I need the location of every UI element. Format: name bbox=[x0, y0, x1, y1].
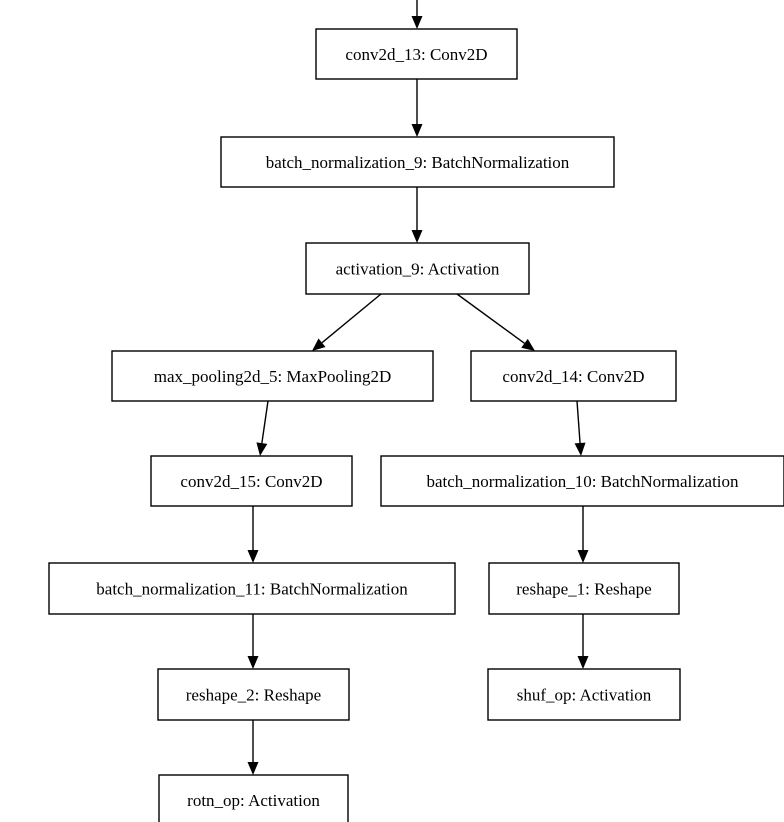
layer-node-bn-11: batch_normalization_11: BatchNormalizati… bbox=[48, 562, 456, 615]
layer-node-rotn-op: rotn_op: Activation bbox=[158, 774, 349, 822]
layer-node-box bbox=[157, 668, 350, 721]
edge-line bbox=[576, 400, 581, 444]
layer-node-conv2d-14: conv2d_14: Conv2D bbox=[470, 350, 677, 402]
arrowhead-icon bbox=[577, 550, 589, 563]
layer-node-box bbox=[111, 350, 434, 402]
arrowhead-icon bbox=[256, 442, 268, 456]
edge-line bbox=[321, 293, 382, 344]
edge-arrow bbox=[574, 400, 586, 456]
layer-node-box bbox=[305, 242, 530, 295]
layer-node-label: reshape_2: Reshape bbox=[186, 686, 321, 705]
edge-arrow bbox=[312, 293, 382, 351]
edge-arrow bbox=[411, 0, 423, 29]
layer-node-label: batch_normalization_9: BatchNormalizatio… bbox=[266, 153, 570, 172]
arrowhead-icon bbox=[247, 762, 259, 775]
layer-node-max-pooling2d-5: max_pooling2d_5: MaxPooling2D bbox=[111, 350, 434, 402]
edge-arrow bbox=[247, 614, 259, 669]
layer-node-box bbox=[220, 136, 615, 188]
nodes-layer: conv2d_13: Conv2D batch_normalization_9: … bbox=[48, 28, 784, 822]
layer-node-reshape-1: reshape_1: Reshape bbox=[488, 562, 680, 615]
layer-node-box bbox=[315, 28, 518, 80]
edge-line bbox=[456, 293, 525, 344]
arrowhead-icon bbox=[411, 230, 423, 243]
layer-node-shuf-op: shuf_op: Activation bbox=[487, 668, 681, 721]
edge-arrow bbox=[411, 187, 423, 243]
edge-arrow bbox=[577, 506, 589, 563]
layer-node-label: rotn_op: Activation bbox=[187, 791, 320, 810]
layer-node-label: batch_normalization_10: BatchNormalizati… bbox=[426, 472, 739, 491]
layer-node-box bbox=[158, 774, 349, 822]
layer-node-bn-10: batch_normalization_10: BatchNormalizati… bbox=[380, 455, 784, 507]
arrowhead-icon bbox=[247, 656, 259, 669]
edge-arrow bbox=[247, 720, 259, 775]
layer-node-label: conv2d_14: Conv2D bbox=[502, 367, 644, 386]
layer-node-label: activation_9: Activation bbox=[336, 260, 500, 279]
layer-node-conv2d-15: conv2d_15: Conv2D bbox=[150, 455, 353, 507]
layer-node-box bbox=[150, 455, 353, 507]
layer-node-box bbox=[380, 455, 784, 507]
arrowhead-icon bbox=[312, 338, 326, 351]
arrowhead-icon bbox=[521, 338, 535, 351]
arrowhead-icon bbox=[247, 550, 259, 563]
arrowhead-icon bbox=[411, 124, 423, 137]
layer-node-label: reshape_1: Reshape bbox=[516, 580, 651, 599]
edge-line bbox=[261, 400, 269, 444]
edge-arrow bbox=[577, 614, 589, 669]
edges-layer bbox=[247, 0, 589, 775]
layer-node-bn-9: batch_normalization_9: BatchNormalizatio… bbox=[220, 136, 615, 188]
arrowhead-icon bbox=[411, 16, 423, 29]
layer-node-label: shuf_op: Activation bbox=[517, 686, 652, 705]
edge-arrow bbox=[411, 79, 423, 137]
layer-node-box bbox=[488, 562, 680, 615]
layer-node-activation-9: activation_9: Activation bbox=[305, 242, 530, 295]
arrowhead-icon bbox=[574, 442, 586, 456]
layer-node-box bbox=[470, 350, 677, 402]
arrowhead-icon bbox=[577, 656, 589, 669]
layer-node-label: batch_normalization_11: BatchNormalizati… bbox=[96, 580, 408, 599]
layer-node-reshape-2: reshape_2: Reshape bbox=[157, 668, 350, 721]
layer-node-box bbox=[48, 562, 456, 615]
edge-arrow bbox=[247, 506, 259, 563]
layer-node-box bbox=[487, 668, 681, 721]
edge-arrow bbox=[256, 400, 269, 456]
edge-arrow bbox=[456, 293, 535, 351]
layer-node-conv2d-13: conv2d_13: Conv2D bbox=[315, 28, 518, 80]
layer-node-label: conv2d_15: Conv2D bbox=[180, 472, 322, 491]
layer-node-label: max_pooling2d_5: MaxPooling2D bbox=[154, 367, 392, 386]
layer-node-label: conv2d_13: Conv2D bbox=[345, 45, 487, 64]
